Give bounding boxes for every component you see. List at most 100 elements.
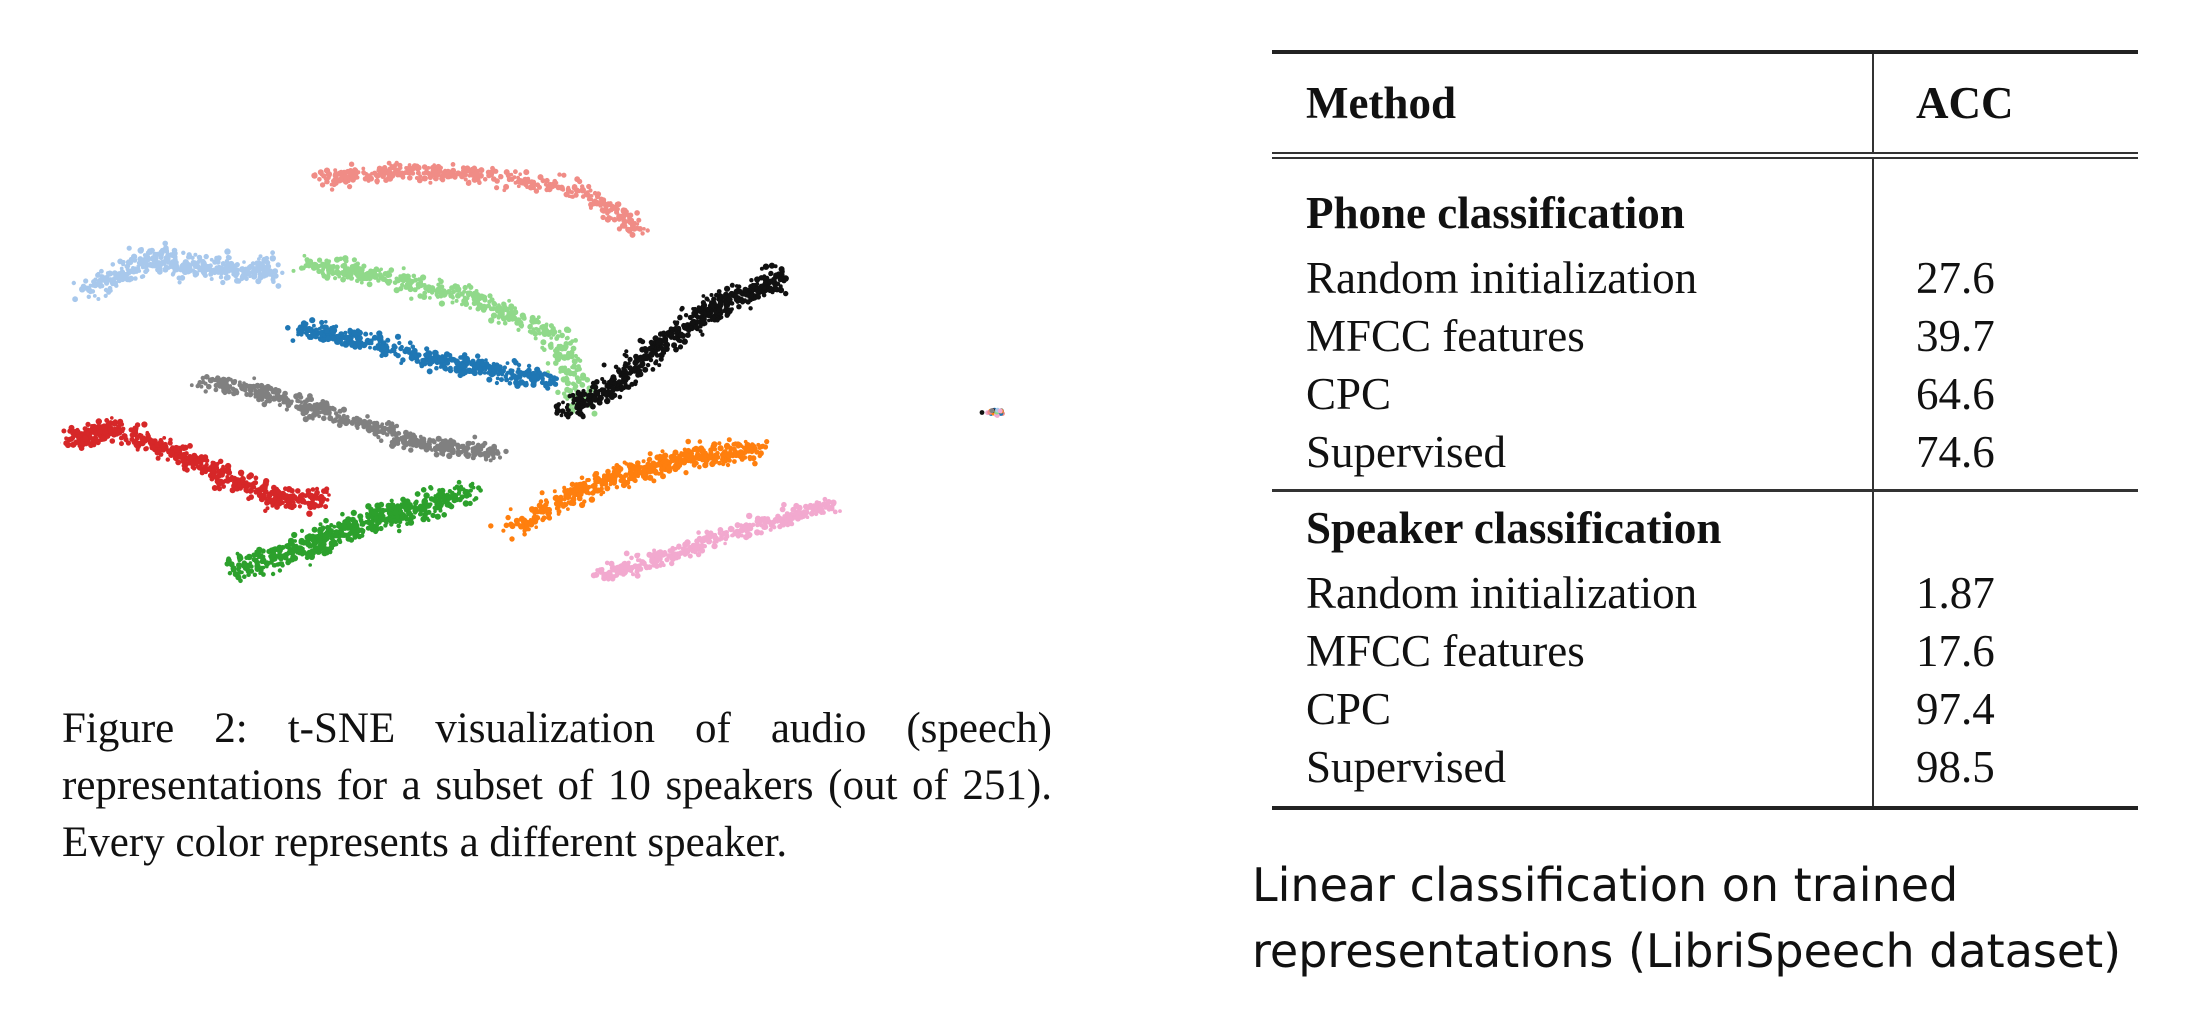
tsne-point: [573, 338, 578, 343]
tsne-point: [640, 231, 645, 236]
tsne-point: [439, 357, 445, 363]
table-row: MFCC features 39.7: [1272, 307, 2138, 365]
tsne-point: [285, 559, 291, 566]
tsne-point: [759, 516, 765, 521]
tsne-point: [563, 411, 570, 418]
tsne-point: [561, 400, 565, 405]
tsne-point: [529, 318, 535, 324]
tsne-point: [538, 499, 544, 504]
tsne-point: [420, 515, 427, 523]
tsne-point: [409, 440, 415, 446]
tsne-point: [768, 262, 776, 269]
tsne-point: [385, 337, 391, 343]
tsne-point: [569, 407, 576, 413]
tsne-point: [405, 521, 410, 526]
tsne-point: [398, 286, 404, 292]
tsne-point: [428, 180, 433, 185]
tsne-point: [400, 282, 405, 288]
tsne-point: [600, 214, 606, 221]
tsne-point: [462, 352, 468, 358]
tsne-point: [700, 332, 705, 337]
tsne-point: [571, 495, 577, 500]
tsne-point: [408, 431, 413, 436]
tsne-point: [613, 364, 619, 370]
tsne-point: [838, 509, 842, 513]
tsne-point: [222, 390, 228, 396]
speaker-cluster-salmon: [311, 160, 650, 238]
tsne-point: [286, 550, 292, 556]
tsne-point: [700, 320, 706, 325]
tsne-point: [380, 275, 385, 280]
tsne-point: [451, 295, 455, 300]
tsne-point: [677, 453, 683, 459]
tsne-point: [598, 203, 603, 208]
tsne-point: [63, 440, 70, 447]
tsne-point: [434, 365, 439, 371]
tsne-point: [401, 445, 407, 451]
tsne-point: [162, 436, 167, 440]
tsne-point: [756, 517, 761, 522]
tsne-point: [441, 494, 447, 501]
tsne-point: [91, 283, 96, 288]
tsne-point: [655, 353, 660, 358]
tsne-point: [620, 208, 627, 215]
tsne-point: [727, 451, 734, 458]
tsne-point: [389, 443, 396, 449]
tsne-point: [117, 258, 124, 265]
tsne-point: [324, 258, 330, 264]
tsne-point: [141, 421, 148, 428]
tsne-point: [470, 441, 476, 446]
tsne-point: [347, 327, 353, 333]
tsne-point: [563, 326, 571, 333]
tsne-point: [673, 555, 680, 561]
tsne-point: [708, 450, 714, 456]
tsne-point: [448, 437, 453, 443]
tsne-point: [458, 487, 463, 492]
tsne-point: [380, 166, 385, 171]
tsne-point: [167, 260, 172, 265]
tsne-point: [662, 342, 668, 348]
tsne-point: [645, 362, 651, 368]
section-title-row: Phone classification: [1272, 155, 2138, 249]
tsne-point: [260, 557, 267, 564]
tsne-point: [639, 361, 646, 368]
tsne-point: [418, 443, 425, 450]
tsne-point: [622, 460, 627, 465]
tsne-point: [750, 282, 756, 289]
tsne-point: [471, 364, 478, 370]
tsne-point: [116, 419, 122, 425]
tsne-point: [282, 552, 288, 558]
tsne-point: [746, 512, 753, 520]
tsne-point: [513, 379, 520, 386]
tsne-point: [659, 470, 664, 475]
tsne-point: [555, 334, 561, 339]
tsne-point: [211, 267, 217, 273]
tsne-point: [420, 487, 427, 493]
tsne-point: [187, 443, 193, 449]
tsne-point: [484, 361, 490, 367]
tsne-point: [499, 312, 505, 318]
tsne-point: [543, 182, 548, 187]
tsne-point: [651, 554, 656, 558]
tsne-point: [762, 263, 770, 270]
tsne-point: [662, 334, 667, 339]
tsne-point: [546, 515, 551, 520]
tsne-point: [472, 434, 478, 440]
tsne-point: [716, 289, 722, 294]
tsne-point: [749, 278, 754, 283]
tsne-point: [482, 371, 487, 375]
speaker-cluster-gray: [189, 374, 509, 463]
tsne-point: [425, 502, 432, 509]
tsne-point: [539, 490, 545, 496]
tsne-point: [232, 480, 238, 486]
tsne-point: [680, 546, 686, 551]
tsne-point: [608, 473, 614, 478]
tsne-point: [665, 330, 671, 336]
tsne-point: [488, 523, 494, 529]
tsne-point: [448, 443, 455, 450]
tsne-point: [556, 509, 562, 514]
tsne-point: [724, 310, 731, 317]
tsne-point: [601, 573, 607, 579]
tsne-point: [312, 323, 316, 328]
tsne-point: [518, 523, 525, 530]
